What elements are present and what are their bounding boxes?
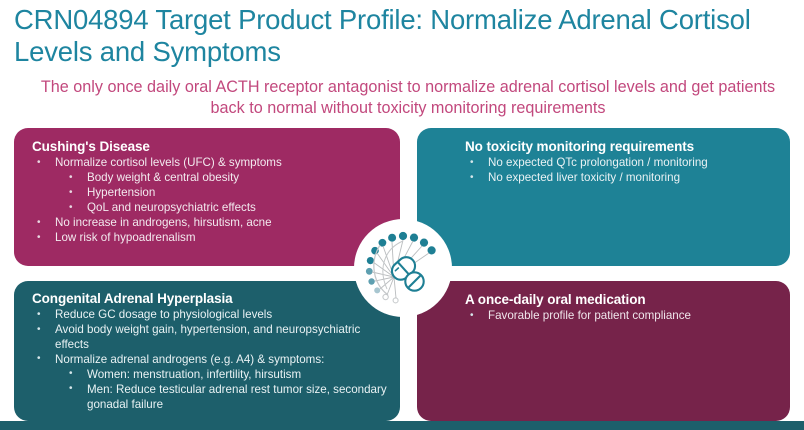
card-no-toxicity-monitoring: No toxicity monitoring requirements No e… — [417, 128, 790, 266]
card-cushings-disease: Cushing's Disease Normalize cortisol lev… — [14, 128, 400, 266]
bullet-list-cushings-disease: Normalize cortisol levels (UFC) & sympto… — [32, 156, 390, 246]
page-subtitle: The only once daily oral ACTH receptor a… — [40, 78, 776, 117]
bullet-list-no-toxicity-monitoring: No expected QTc prolongation / monitorin… — [465, 156, 780, 186]
list-item: Reduce GC dosage to physiological levels — [32, 308, 390, 323]
bottom-accent-bar — [0, 421, 804, 430]
list-item: Normalize adrenal androgens (e.g. A4) & … — [32, 352, 390, 368]
list-item: Avoid body weight gain, hypertension, an… — [32, 323, 390, 352]
pill-capsule-icon — [365, 231, 436, 304]
card-title-cushings-disease: Cushing's Disease — [32, 139, 150, 154]
list-item: Hypertension — [32, 186, 390, 201]
quadrant-grid: Cushing's Disease Normalize cortisol lev… — [14, 128, 790, 421]
list-item: Body weight & central obesity — [32, 171, 390, 186]
list-item: No expected QTc prolongation / monitorin… — [465, 156, 780, 171]
bullet-list-congenital-adrenal-hyperplasia: Reduce GC dosage to physiological levels… — [32, 308, 390, 412]
list-item: No expected liver toxicity / monitoring — [465, 171, 780, 186]
card-title-once-daily-oral-medication: A once-daily oral medication — [465, 292, 646, 307]
list-item: Favorable profile for patient compliance — [465, 309, 780, 324]
slide-header: CRN04894 Target Product Profile: Normali… — [0, 0, 804, 119]
page-title: CRN04894 Target Product Profile: Normali… — [14, 4, 751, 67]
card-once-daily-oral-medication: A once-daily oral medication Favorable p… — [417, 281, 790, 421]
center-medallion — [354, 219, 452, 317]
list-item: Women: menstruation, infertility, hirsut… — [32, 367, 390, 383]
list-item: No increase in androgens, hirsutism, acn… — [32, 216, 390, 231]
list-item: Low risk of hypoadrenalism — [32, 231, 390, 246]
card-congenital-adrenal-hyperplasia: Congenital Adrenal Hyperplasia Reduce GC… — [14, 281, 400, 421]
card-title-congenital-adrenal-hyperplasia: Congenital Adrenal Hyperplasia — [32, 291, 233, 306]
list-item: Normalize cortisol levels (UFC) & sympto… — [32, 156, 390, 171]
bullet-list-once-daily-oral-medication: Favorable profile for patient compliance — [465, 309, 780, 324]
list-item: QoL and neuropsychiatric effects — [32, 201, 390, 216]
list-item: Men: Reduce testicular adrenal rest tumo… — [32, 382, 390, 412]
card-title-no-toxicity-monitoring: No toxicity monitoring requirements — [465, 139, 695, 154]
